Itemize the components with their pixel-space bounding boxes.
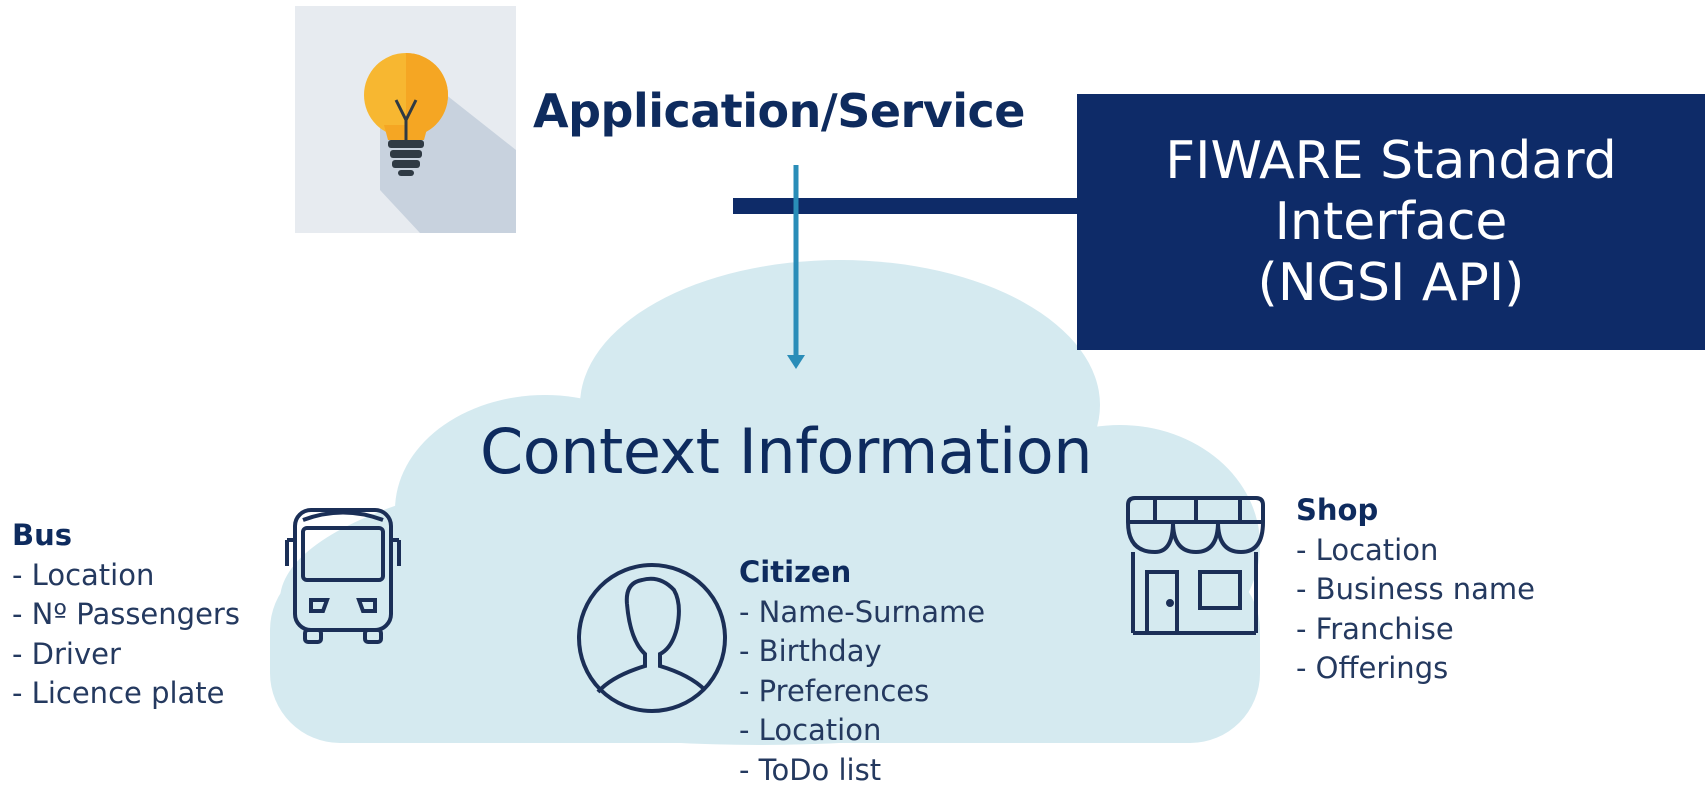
fiware-line-1: FIWARE Standard bbox=[1165, 131, 1616, 192]
bus-attr-passengers: - Nº Passengers bbox=[12, 595, 240, 635]
bus-entity: Bus - Location - Nº Passengers - Driver … bbox=[12, 516, 240, 714]
fiware-connector-line bbox=[733, 198, 1078, 214]
shop-attr-location: - Location bbox=[1296, 531, 1535, 571]
citizen-entity: Citizen - Name-Surname - Birthday - Pref… bbox=[739, 553, 985, 790]
application-service-title: Application/Service bbox=[533, 84, 1025, 138]
citizen-entity-title: Citizen bbox=[739, 553, 985, 593]
shop-entity: Shop - Location - Business name - Franch… bbox=[1296, 491, 1535, 689]
citizen-attr-todo-list: - ToDo list bbox=[739, 751, 985, 790]
citizen-attr-preferences: - Preferences bbox=[739, 672, 985, 712]
fiware-standard-interface-box: FIWARE Standard Interface (NGSI API) bbox=[1077, 94, 1705, 350]
context-information-title: Context Information bbox=[480, 415, 1092, 488]
shop-attr-franchise: - Franchise bbox=[1296, 610, 1535, 650]
bus-attr-licence-plate: - Licence plate bbox=[12, 674, 240, 714]
fiware-line-3: (NGSI API) bbox=[1258, 253, 1525, 314]
citizen-attr-location: - Location bbox=[739, 711, 985, 751]
citizen-attr-name-surname: - Name-Surname bbox=[739, 593, 985, 633]
bus-entity-title: Bus bbox=[12, 516, 240, 556]
shop-entity-title: Shop bbox=[1296, 491, 1535, 531]
lightbulb-icon bbox=[295, 6, 516, 233]
bus-attr-location: - Location bbox=[12, 556, 240, 596]
shop-attr-business-name: - Business name bbox=[1296, 570, 1535, 610]
shop-attr-offerings: - Offerings bbox=[1296, 649, 1535, 689]
citizen-attr-birthday: - Birthday bbox=[739, 632, 985, 672]
bus-attr-driver: - Driver bbox=[12, 635, 240, 675]
fiware-line-2: Interface bbox=[1275, 192, 1508, 253]
